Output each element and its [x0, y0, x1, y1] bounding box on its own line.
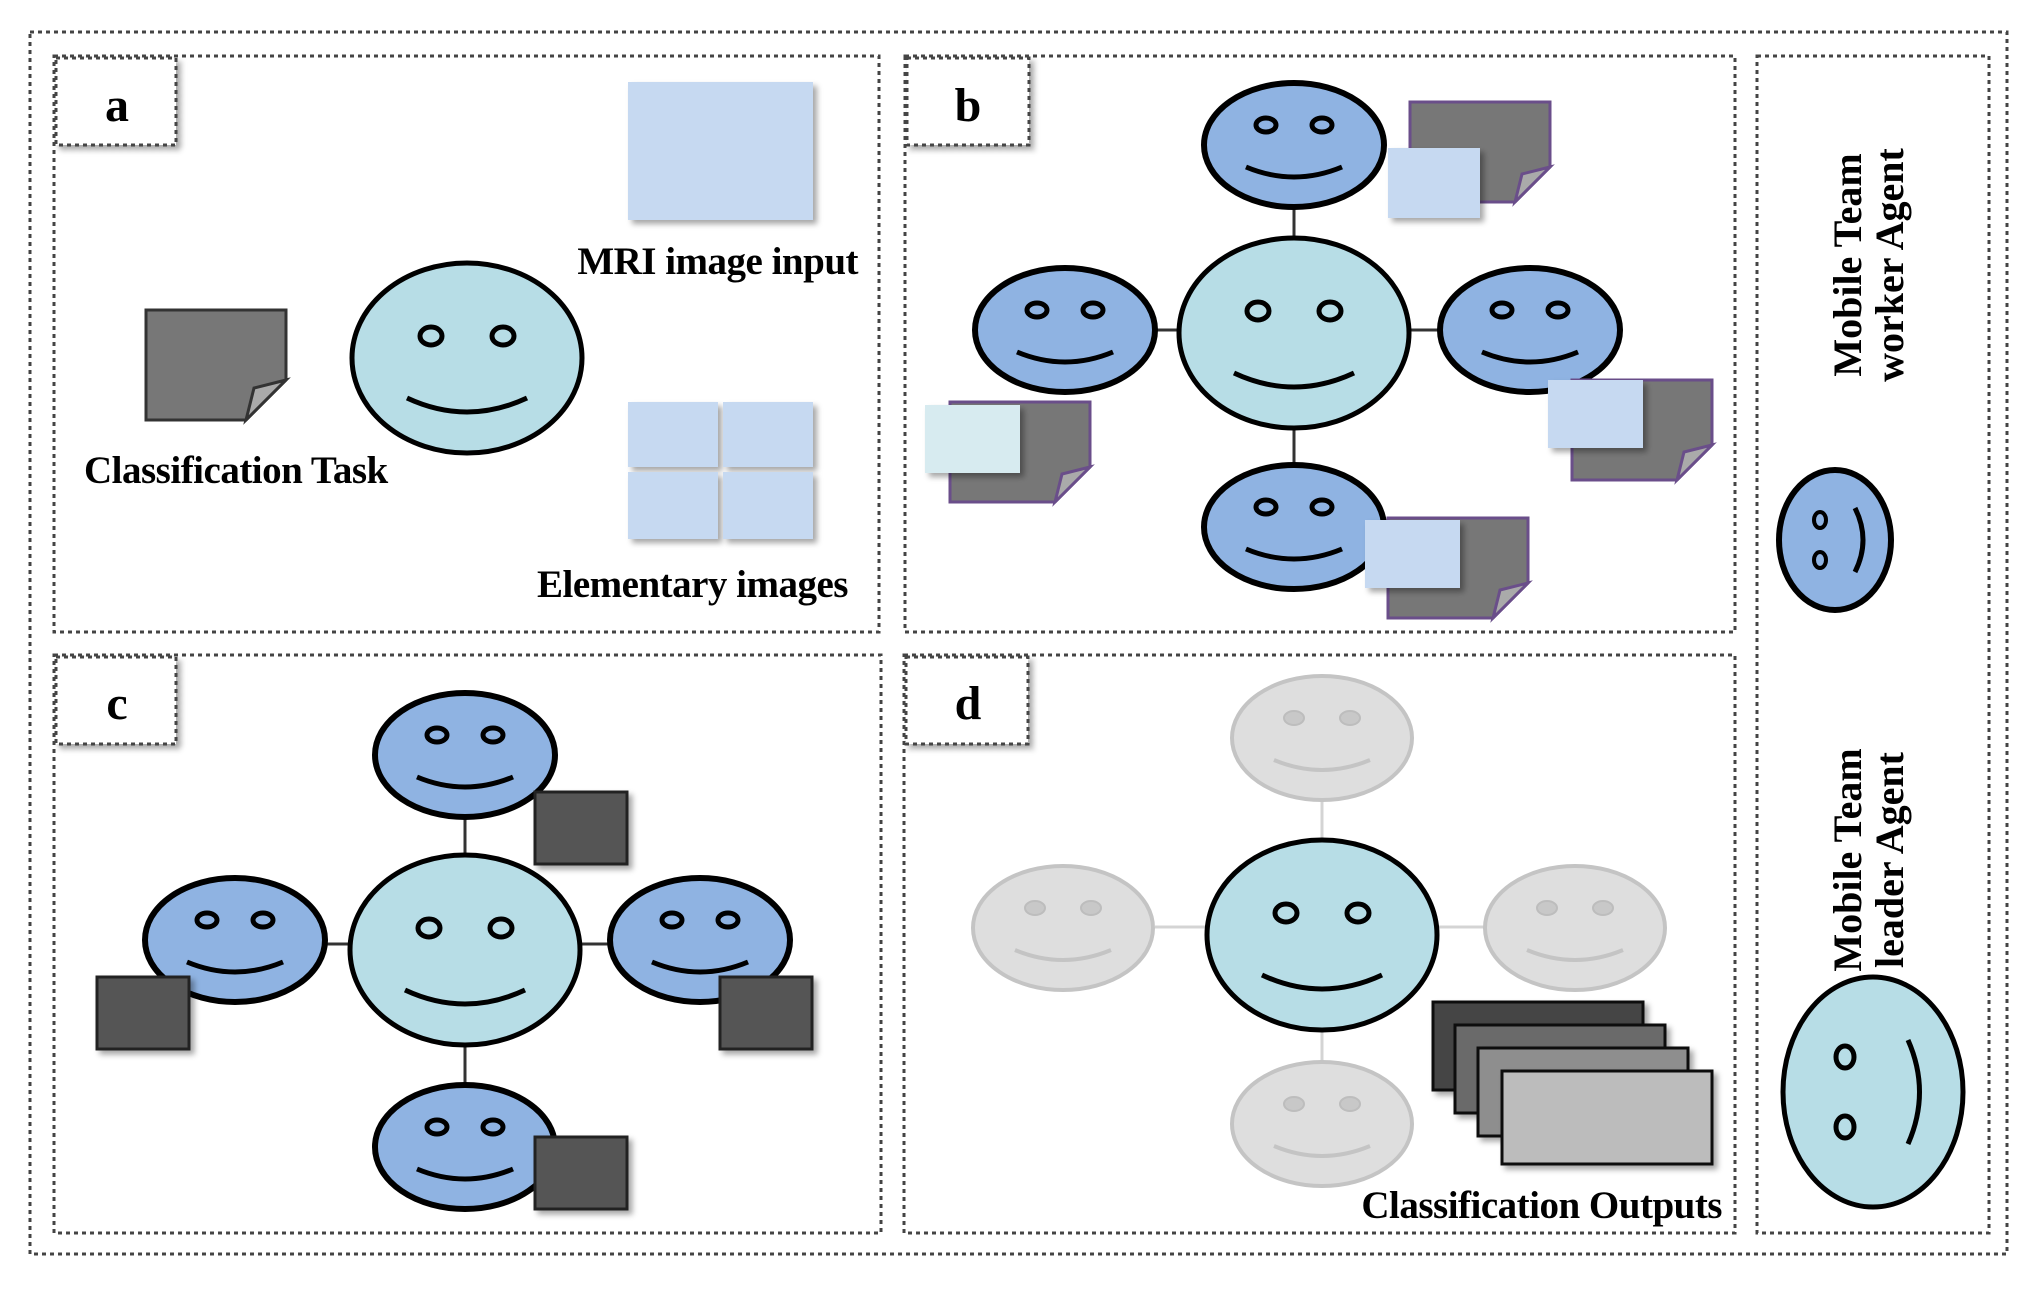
task-with-image-top: [1388, 100, 1552, 218]
worker-agent-smiley-icon: [1440, 268, 1620, 392]
panel-a-label-box: [54, 56, 178, 147]
panel-d-frame: [902, 653, 1737, 1235]
elementary-image-tile: [628, 402, 718, 467]
panel-c-frame: [52, 653, 883, 1235]
worker-agent-smiley-icon: [375, 1085, 555, 1209]
legend-worker-line2: worker Agent: [1867, 147, 1912, 381]
panel-b-letter: b: [955, 79, 982, 132]
elementary-image-tile: [723, 472, 813, 539]
mri-image-input-label: MRI image input: [577, 240, 858, 283]
panel-d-letter: d: [955, 677, 982, 730]
worker-agent-smiley-icon: [1204, 83, 1384, 207]
panel-a-frame: [52, 54, 881, 634]
faded-worker-agent-icon: [1230, 674, 1414, 802]
legend-leader-line1: Mobile Team: [1825, 748, 1870, 971]
task-with-image-right: [1548, 378, 1714, 482]
panel-d-label-box: [904, 655, 1030, 746]
result-box: [718, 975, 814, 1051]
result-box: [533, 790, 629, 866]
panel-b-frame: [903, 54, 1737, 634]
elementary-images-label: Elementary images: [537, 563, 848, 606]
panel-c: c: [52, 653, 883, 1235]
worker-agent-smiley-icon: [375, 693, 555, 817]
panel-a-letter: a: [105, 79, 129, 132]
panel-d: d Classification Outputs: [902, 653, 1737, 1235]
classification-outputs-label: Classification Outputs: [1361, 1184, 1722, 1227]
worker-agent-smiley-icon: [1776, 467, 1894, 613]
panel-b: b: [903, 54, 1737, 634]
legend-worker-label: Mobile Team worker Agent: [1825, 147, 1912, 381]
faded-worker-agent-icon: [1230, 1060, 1414, 1188]
legend-leader-label: Mobile Team leader Agent: [1825, 748, 1912, 971]
panel-c-letter: c: [106, 677, 127, 730]
classification-outputs-stack: [1431, 1000, 1714, 1166]
leader-agent-smiley-icon: [1179, 238, 1409, 428]
legend-leader-line2: leader Agent: [1867, 751, 1912, 968]
leader-agent-smiley-icon: [352, 263, 582, 453]
faded-worker-agent-icon: [1483, 864, 1667, 992]
mri-image-input-tile: [628, 82, 813, 220]
outer-frame: [28, 30, 2009, 1256]
faded-worker-agent-icon: [971, 864, 1155, 992]
result-box: [533, 1135, 629, 1211]
panel-a: a MRI image input Classification Task El…: [52, 54, 881, 634]
legend-worker-line1: Mobile Team: [1825, 153, 1870, 376]
elementary-image-tile: [723, 402, 813, 467]
leader-agent-smiley-icon: [1207, 840, 1437, 1030]
legend-frame: [1755, 54, 1991, 1235]
task-with-image-bottom: [1365, 516, 1530, 620]
folded-document-icon: [144, 308, 288, 422]
elementary-images-grid: [628, 402, 813, 539]
result-box: [95, 975, 191, 1051]
leader-agent-smiley-icon: [350, 855, 580, 1045]
task-with-image-left: [925, 400, 1092, 504]
classification-task-label: Classification Task: [84, 449, 388, 492]
legend-panel: Mobile Team worker Agent Mobile Team lea…: [1755, 54, 1991, 1235]
panel-c-label-box: [54, 655, 178, 746]
leader-agent-smiley-icon: [1780, 974, 1966, 1210]
panel-b-label-box: [905, 56, 1031, 147]
worker-agent-smiley-icon: [1204, 465, 1384, 589]
elementary-image-tile: [628, 472, 718, 539]
worker-agent-smiley-icon: [975, 268, 1155, 392]
